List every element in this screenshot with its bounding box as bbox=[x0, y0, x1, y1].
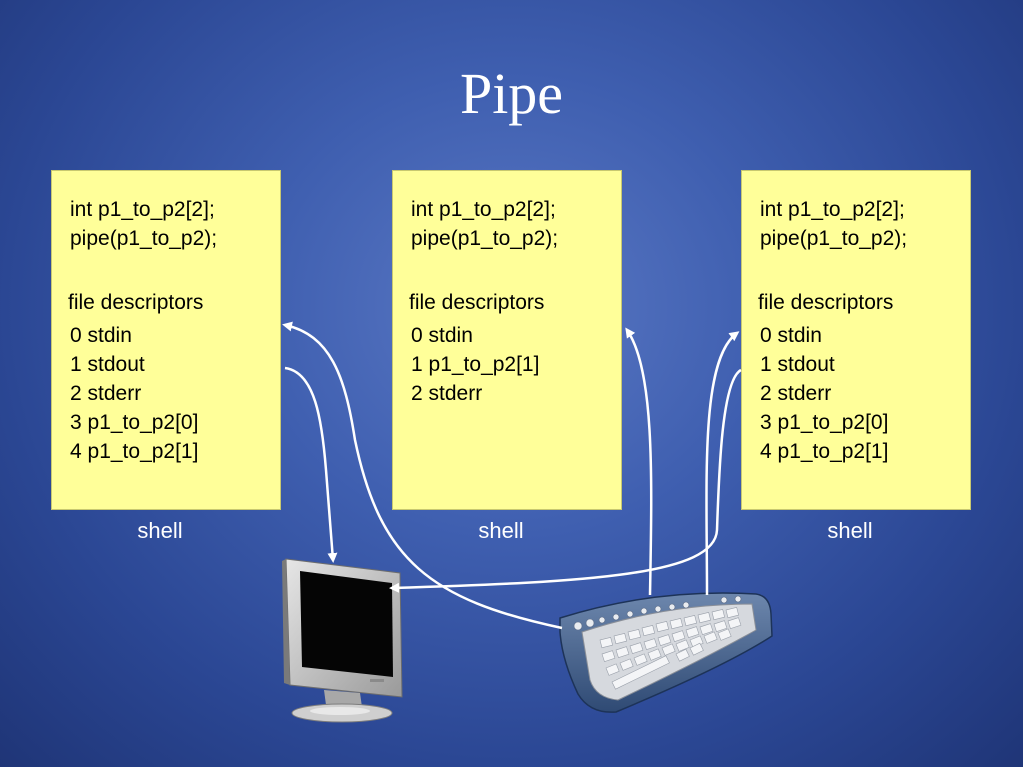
code-line: int p1_to_p2[2]; bbox=[760, 198, 905, 221]
process-box-3: int p1_to_p2[2]; pipe(p1_to_p2); file de… bbox=[741, 170, 971, 510]
code-line: int p1_to_p2[2]; bbox=[70, 198, 215, 221]
page-title: Pipe bbox=[459, 61, 564, 126]
keyboard-icon bbox=[559, 592, 773, 713]
fd-item: 3 p1_to_p2[0] bbox=[70, 411, 199, 434]
code-block: int p1_to_p2[2]; pipe(p1_to_p2); bbox=[70, 195, 217, 253]
code-line: pipe(p1_to_p2); bbox=[70, 227, 218, 250]
monitor-icon bbox=[282, 558, 403, 723]
fd-list: 0 stdin 1 stdout 2 stderr 3 p1_to_p2[0] … bbox=[70, 321, 198, 466]
fd-item: 1 stdout bbox=[760, 353, 835, 376]
fd-heading: file descriptors bbox=[758, 291, 894, 314]
fd-item: 2 stderr bbox=[70, 382, 142, 405]
arrow-keyboard-to-box2-stdin bbox=[625, 327, 653, 596]
arrow-box1-stdout-to-monitor bbox=[284, 366, 338, 563]
code-line: pipe(p1_to_p2); bbox=[760, 227, 908, 250]
code-line: int p1_to_p2[2]; bbox=[411, 198, 556, 221]
shell-label-3: shell bbox=[827, 518, 873, 543]
arrow-box3-stdout-to-monitor bbox=[389, 368, 742, 593]
fd-item: 0 stdin bbox=[760, 324, 822, 347]
fd-heading: file descriptors bbox=[68, 291, 204, 314]
fd-heading: file descriptors bbox=[409, 291, 545, 314]
fd-item: 0 stdin bbox=[70, 324, 132, 347]
code-line: pipe(p1_to_p2); bbox=[411, 227, 559, 250]
fd-item: 2 stderr bbox=[760, 382, 832, 405]
fd-item: 1 stdout bbox=[70, 353, 145, 376]
code-block: int p1_to_p2[2]; pipe(p1_to_p2); bbox=[760, 195, 907, 253]
fd-item: 3 p1_to_p2[0] bbox=[760, 411, 889, 434]
shell-label-2: shell bbox=[478, 518, 524, 543]
fd-item: 1 p1_to_p2[1] bbox=[411, 353, 540, 376]
fd-item: 4 p1_to_p2[1] bbox=[760, 440, 889, 463]
arrow-keyboard-to-box3-stdin bbox=[705, 331, 740, 596]
process-box-2: int p1_to_p2[2]; pipe(p1_to_p2); file de… bbox=[392, 170, 622, 510]
shell-label-1: shell bbox=[137, 518, 183, 543]
code-block: int p1_to_p2[2]; pipe(p1_to_p2); bbox=[411, 195, 558, 253]
fd-list: 0 stdin 1 p1_to_p2[1] 2 stderr bbox=[411, 321, 539, 408]
process-box-1: int p1_to_p2[2]; pipe(p1_to_p2); file de… bbox=[51, 170, 281, 510]
fd-item: 2 stderr bbox=[411, 382, 483, 405]
fd-item: 0 stdin bbox=[411, 324, 473, 347]
fd-list: 0 stdin 1 stdout 2 stderr 3 p1_to_p2[0] … bbox=[760, 321, 888, 466]
arrow-keyboard-to-box1-stdin bbox=[282, 321, 563, 630]
fd-item: 4 p1_to_p2[1] bbox=[70, 440, 199, 463]
